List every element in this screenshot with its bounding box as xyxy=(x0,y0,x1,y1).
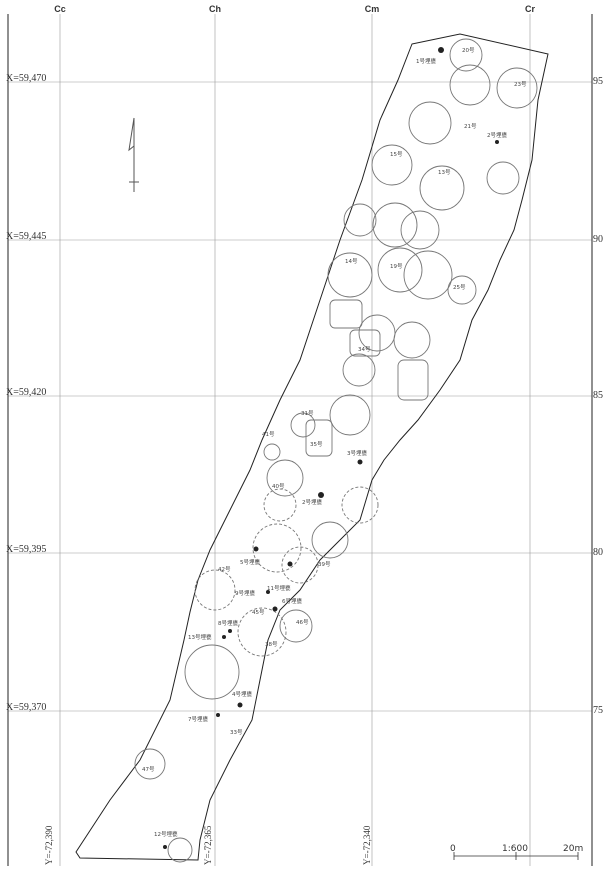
scale-ratio-label: 1:600 xyxy=(502,844,528,854)
pit-label: 13号埋甕 xyxy=(188,635,212,641)
dwelling-label: 33号 xyxy=(230,730,243,736)
dwelling-label: 42号 xyxy=(218,567,231,573)
grid-row-label: X=59,395 xyxy=(6,544,47,555)
grid-y-coordinate: Y=-72,390 xyxy=(44,825,54,865)
pit-label: 7号埋甕 xyxy=(188,717,208,723)
dwelling-label: 34号 xyxy=(358,347,371,353)
dwelling-label: 25号 xyxy=(453,285,466,291)
dwelling-label: 47号 xyxy=(142,767,155,773)
grid-row-label: X=59,470 xyxy=(6,73,47,84)
grid-y-coordinate: Y=-72,340 xyxy=(362,825,372,865)
dwelling-label: 19号 xyxy=(390,264,403,270)
scale-start-label: 0 xyxy=(450,844,456,854)
dwelling-label: 46号 xyxy=(296,620,309,626)
grid-row-label: X=59,370 xyxy=(6,702,47,713)
grid-row-number: 95 xyxy=(593,76,603,87)
pit-label: 6号埋甕 xyxy=(282,599,302,605)
grid-column-label: Cr xyxy=(524,4,536,14)
dwelling-label: 38号 xyxy=(265,642,278,648)
dwelling-label: 40号 xyxy=(272,484,285,490)
dwelling-label: 21号 xyxy=(464,124,477,130)
pit-label: 5号埋甕 xyxy=(240,560,260,566)
dwelling-label: 15号 xyxy=(390,152,403,158)
pit-label: 2号埋甕 xyxy=(487,133,507,139)
grid-row-number: 80 xyxy=(593,547,603,558)
dwelling-label: 35号 xyxy=(310,442,323,448)
grid-row-label: X=59,445 xyxy=(6,231,47,242)
pit-label: 4号埋甕 xyxy=(232,692,252,698)
pit-label: 8号埋甕 xyxy=(218,621,238,627)
north-arrow-icon xyxy=(128,117,139,192)
grid-row-number: 75 xyxy=(593,705,603,716)
pit-label: 3号埋甕 xyxy=(347,451,367,457)
grid-row-number: 85 xyxy=(593,390,603,401)
pit-label: 11号埋甕 xyxy=(267,586,291,592)
grid-column-label: Ch xyxy=(209,4,221,14)
dwelling-label: 20号 xyxy=(462,48,475,54)
dwelling-label: 45号 xyxy=(252,610,265,616)
dwelling-label: 39号 xyxy=(318,562,331,568)
dwelling-label: 23号 xyxy=(514,82,527,88)
grid-y-coordinate: Y=-72,365 xyxy=(203,825,213,865)
pit-label: 12号埋甕 xyxy=(154,832,178,838)
grid-column-label: Cm xyxy=(364,4,380,14)
scale-bar xyxy=(453,852,579,860)
pit-label: 1号埋甕 xyxy=(416,59,436,65)
dwelling-outlines xyxy=(134,38,538,863)
dwelling-label: 31号 xyxy=(301,411,314,417)
dwelling-label: 13号 xyxy=(438,170,451,176)
scale-end-label: 20m xyxy=(563,844,584,854)
pit-label: 2号埋甕 xyxy=(302,500,322,506)
dwelling-label: 41号 xyxy=(262,432,275,438)
dwelling-label: 14号 xyxy=(345,259,358,265)
grid-row-number: 90 xyxy=(593,234,603,245)
excavation-boundary xyxy=(75,33,549,861)
pit-label: 9号埋甕 xyxy=(235,591,255,597)
pit-markers xyxy=(163,47,499,849)
grid-lines xyxy=(8,14,592,866)
grid-row-label: X=59,420 xyxy=(6,387,47,398)
grid-column-label: Cc xyxy=(54,4,66,14)
